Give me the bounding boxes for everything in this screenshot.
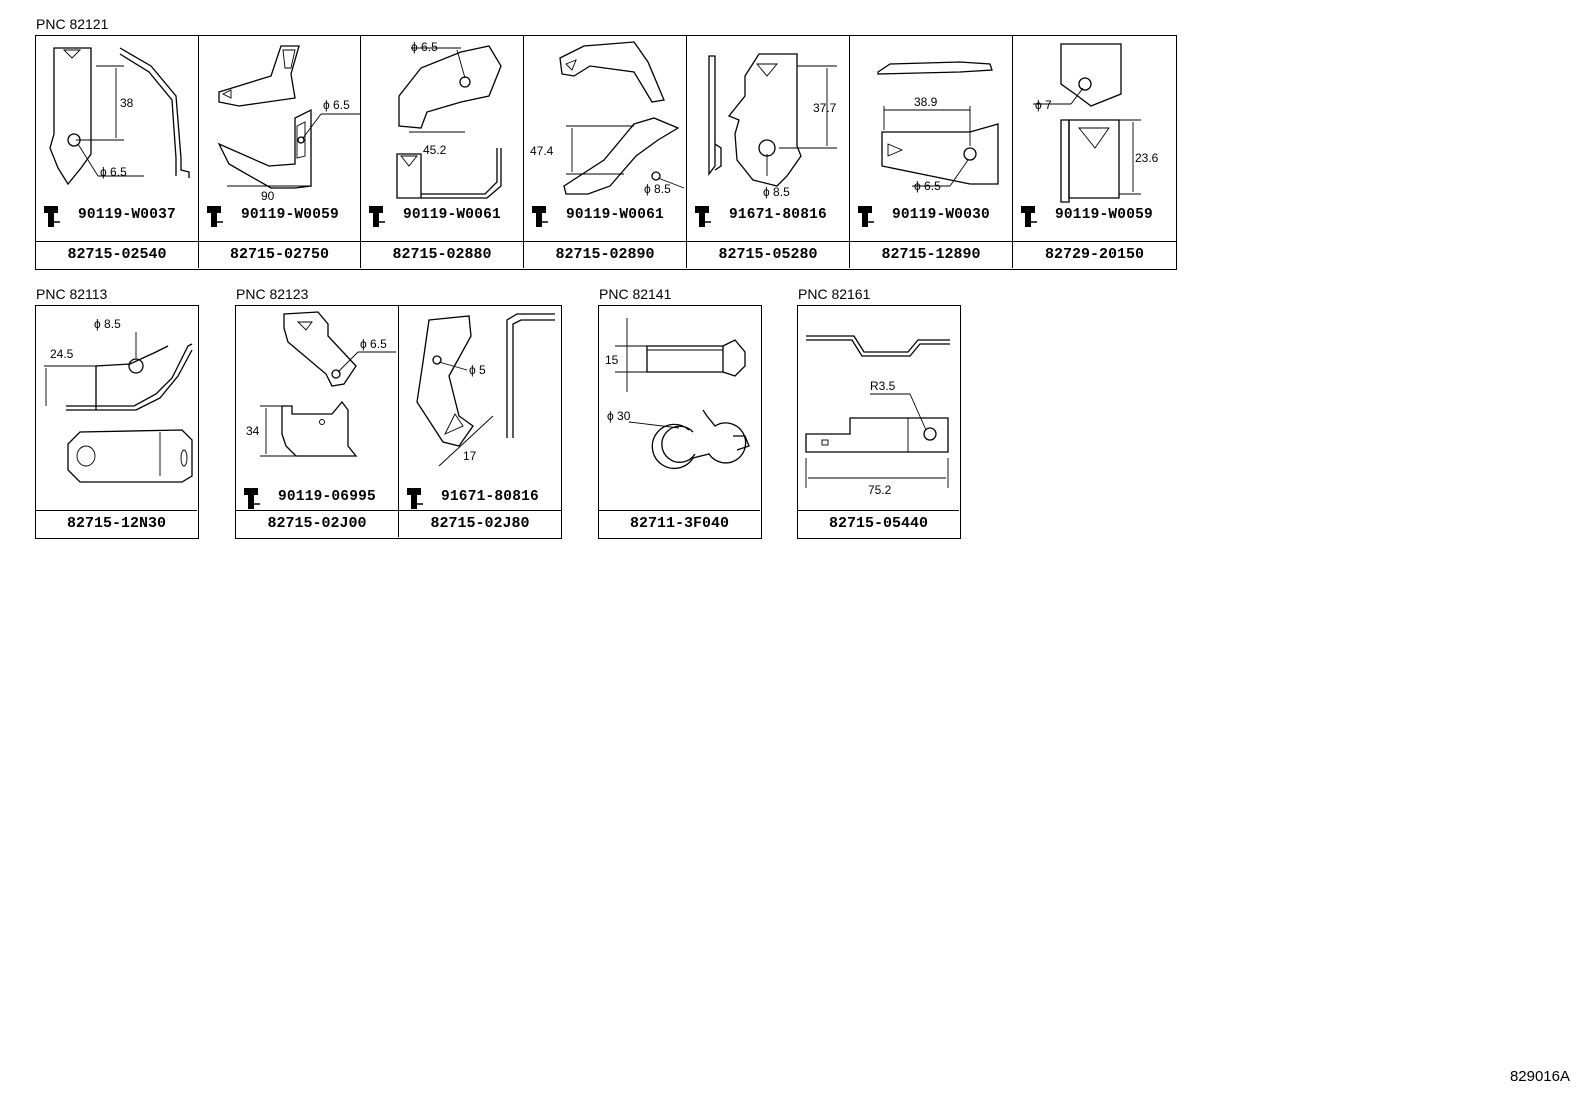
dimension-label: ϕ 6.5 bbox=[914, 179, 941, 193]
dimension-label: R3.5 bbox=[870, 379, 896, 393]
bracket-drawing: ϕ 8.5 47.4 bbox=[524, 36, 686, 206]
part-number: 82715-02J00 bbox=[236, 510, 398, 537]
dimension-label: 37.7 bbox=[813, 101, 837, 115]
dimension-label: 17 bbox=[463, 449, 477, 463]
part-cell: 37.7 ϕ 8.5 91671-80816 82715-05280 bbox=[687, 36, 850, 268]
bracket-drawing: ϕ 6.5 34 bbox=[236, 306, 398, 476]
parts-group-82113: ϕ 8.5 24.5 82715-12N30 bbox=[35, 305, 199, 539]
part-number: 82715-02J80 bbox=[399, 510, 561, 537]
bolt-part-number: 90119-W0061 bbox=[566, 207, 664, 223]
bolt-part-number: 90119-W0030 bbox=[892, 207, 990, 223]
clamp-drawing: 15 ϕ 30 bbox=[599, 306, 760, 506]
bracket-drawing: ϕ 6.5 90 bbox=[199, 36, 361, 206]
bolt-icon bbox=[44, 206, 60, 227]
dimension-label: 38 bbox=[120, 96, 134, 110]
bolt-icon bbox=[858, 206, 874, 227]
bracket-drawing: R3.5 75.2 bbox=[798, 306, 959, 506]
dimension-label: ϕ 5 bbox=[469, 363, 486, 377]
parts-group-82141: 15 ϕ 30 82711-3F040 bbox=[598, 305, 762, 539]
dimension-label: 75.2 bbox=[868, 483, 892, 497]
dimension-label: 24.5 bbox=[50, 347, 74, 361]
pnc-label-82161: PNC 82161 bbox=[798, 286, 871, 302]
bracket-drawing: 38 ϕ 6.5 bbox=[36, 36, 198, 206]
dimension-label: ϕ 6.5 bbox=[360, 337, 387, 351]
bolt-part-number: 91671-80816 bbox=[441, 489, 539, 505]
dimension-label: 23.6 bbox=[1135, 151, 1159, 165]
bolt-row: 90119-W0061 bbox=[361, 204, 523, 228]
part-number: 82715-05280 bbox=[687, 241, 849, 268]
dimension-label: ϕ 6.5 bbox=[323, 98, 350, 112]
parts-group-82161: R3.5 75.2 82715-05440 bbox=[797, 305, 961, 539]
dimension-label: ϕ 7 bbox=[1035, 98, 1052, 112]
bolt-part-number: 90119-W0037 bbox=[78, 207, 176, 223]
pnc-label-82113: PNC 82113 bbox=[36, 286, 108, 302]
bolt-part-number: 90119-W0059 bbox=[241, 207, 339, 223]
dimension-label: ϕ 6.5 bbox=[411, 40, 438, 54]
part-cell: 15 ϕ 30 82711-3F040 bbox=[599, 306, 760, 537]
pnc-label-82123: PNC 82123 bbox=[236, 286, 309, 302]
bracket-drawing: 37.7 ϕ 8.5 bbox=[687, 36, 849, 206]
dimension-label: 90 bbox=[261, 189, 275, 203]
bolt-row: 90119-W0037 bbox=[36, 204, 198, 228]
part-cell: 38.9 ϕ 6.5 90119-W0030 82715-12890 bbox=[850, 36, 1013, 268]
bolt-row: 90119-06995 bbox=[236, 486, 398, 510]
dimension-label: 34 bbox=[246, 424, 260, 438]
bracket-drawing: 38.9 ϕ 6.5 bbox=[850, 36, 1012, 206]
bracket-drawing: ϕ 6.5 45.2 bbox=[361, 36, 523, 206]
bolt-icon bbox=[244, 488, 260, 509]
bolt-icon bbox=[695, 206, 711, 227]
bolt-row: 90119-W0061 bbox=[524, 204, 686, 228]
part-cell: ϕ 6.5 34 90119-06995 82715-02J00 bbox=[236, 306, 399, 537]
bolt-icon bbox=[369, 206, 385, 227]
part-cell: ϕ 6.5 45.2 90119-W0061 82715-02880 bbox=[361, 36, 524, 268]
bolt-icon bbox=[532, 206, 548, 227]
dimension-label: 15 bbox=[605, 353, 619, 367]
illustration-number: 829016A bbox=[1509, 1068, 1570, 1085]
bracket-drawing: ϕ 8.5 24.5 bbox=[36, 306, 197, 506]
part-cell: ϕ 5 17 91671-80816 82715-02J80 bbox=[399, 306, 561, 537]
dimension-label: ϕ 8.5 bbox=[763, 185, 790, 199]
bracket-drawing: ϕ 7 23.6 bbox=[1013, 36, 1176, 206]
part-number: 82715-02890 bbox=[524, 241, 686, 268]
part-number: 82715-02540 bbox=[36, 241, 198, 268]
part-cell: ϕ 8.5 24.5 82715-12N30 bbox=[36, 306, 197, 537]
bolt-part-number: 90119-06995 bbox=[278, 489, 376, 505]
bolt-row: 91671-80816 bbox=[687, 204, 849, 228]
part-number: 82715-12N30 bbox=[36, 510, 197, 537]
part-number: 82715-02880 bbox=[361, 241, 523, 268]
bolt-row: 90119-W0059 bbox=[1013, 204, 1176, 228]
dimension-label: ϕ 8.5 bbox=[94, 317, 121, 331]
bolt-row: 91671-80816 bbox=[399, 486, 561, 510]
bolt-icon bbox=[207, 206, 223, 227]
bracket-drawing: ϕ 5 17 bbox=[399, 306, 561, 476]
dimension-label: ϕ 30 bbox=[607, 409, 631, 423]
parts-group-82123: ϕ 6.5 34 90119-06995 82715-02J00 bbox=[235, 305, 562, 539]
dimension-label: ϕ 6.5 bbox=[100, 165, 127, 179]
part-cell: ϕ 8.5 47.4 90119-W0061 82715-02890 bbox=[524, 36, 687, 268]
bolt-part-number: 90119-W0061 bbox=[403, 207, 501, 223]
part-number: 82715-02750 bbox=[199, 241, 360, 268]
bolt-icon bbox=[1021, 206, 1037, 227]
pnc-label-82141: PNC 82141 bbox=[599, 286, 672, 302]
part-number: 82711-3F040 bbox=[599, 510, 760, 537]
bolt-part-number: 90119-W0059 bbox=[1055, 207, 1153, 223]
part-number: 82715-05440 bbox=[798, 510, 959, 537]
dimension-label: ϕ 8.5 bbox=[644, 182, 671, 196]
part-cell: R3.5 75.2 82715-05440 bbox=[798, 306, 959, 537]
part-cell: 38 ϕ 6.5 90119-W0037 82715-02540 bbox=[36, 36, 199, 268]
part-number: 82729-20150 bbox=[1013, 241, 1176, 268]
part-number: 82715-12890 bbox=[850, 241, 1012, 268]
bolt-icon bbox=[407, 488, 423, 509]
bolt-row: 90119-W0059 bbox=[199, 204, 360, 228]
bolt-row: 90119-W0030 bbox=[850, 204, 1012, 228]
bolt-part-number: 91671-80816 bbox=[729, 207, 827, 223]
part-cell: ϕ 6.5 90 90119-W0059 82715-02750 bbox=[199, 36, 361, 268]
pnc-label-82121: PNC 82121 bbox=[36, 16, 109, 32]
dimension-label: 47.4 bbox=[530, 144, 554, 158]
part-cell: ϕ 7 23.6 90119-W0059 82729-20150 bbox=[1013, 36, 1176, 268]
dimension-label: 45.2 bbox=[423, 143, 447, 157]
parts-group-82121: 38 ϕ 6.5 90119-W0037 82715-02540 bbox=[35, 35, 1177, 270]
dimension-label: 38.9 bbox=[914, 95, 938, 109]
